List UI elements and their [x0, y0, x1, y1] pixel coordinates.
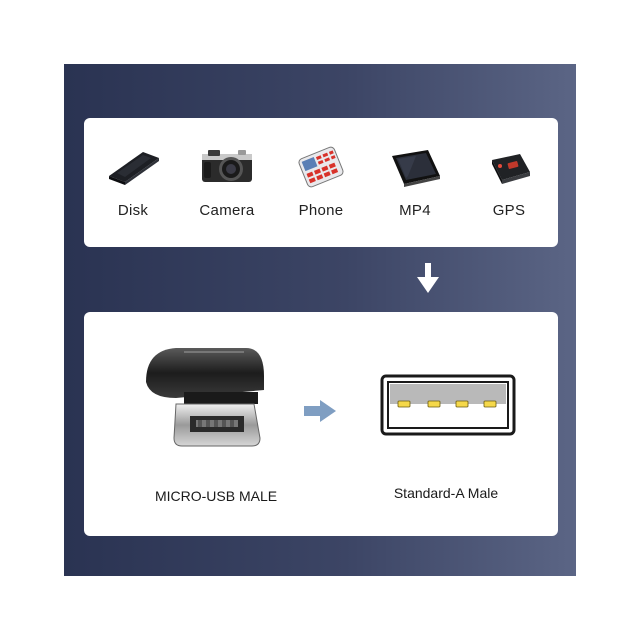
device-label-camera: Camera [199, 202, 255, 219]
connector-card: MICRO-USB MALE Standard-A Male [84, 312, 558, 536]
device-card: Disk Camera [84, 118, 558, 247]
device-label-mp4: MP4 [399, 202, 431, 219]
arrow-down-icon [417, 263, 439, 293]
device-disk: Disk [86, 118, 180, 247]
device-gps: GPS [462, 118, 556, 247]
device-label-gps: GPS [492, 202, 526, 219]
device-label-disk: Disk [117, 202, 149, 219]
device-label-phone: Phone [298, 202, 344, 219]
background-panel: Disk Camera [64, 64, 576, 576]
device-camera: Camera [180, 118, 274, 247]
disk-icon [109, 152, 159, 185]
standard-a-connector-icon [380, 374, 516, 436]
micro-usb-label: MICRO-USB MALE [154, 488, 278, 504]
camera-icon [202, 150, 252, 182]
mp4-player-icon [392, 150, 440, 187]
device-phone: Phone [274, 118, 368, 247]
phone-icon [298, 146, 344, 188]
gps-icon [492, 154, 530, 184]
micro-usb-connector-icon [146, 348, 264, 447]
arrow-right-icon [304, 400, 336, 422]
standard-a-label: Standard-A Male [393, 485, 499, 501]
device-mp4: MP4 [368, 118, 462, 247]
